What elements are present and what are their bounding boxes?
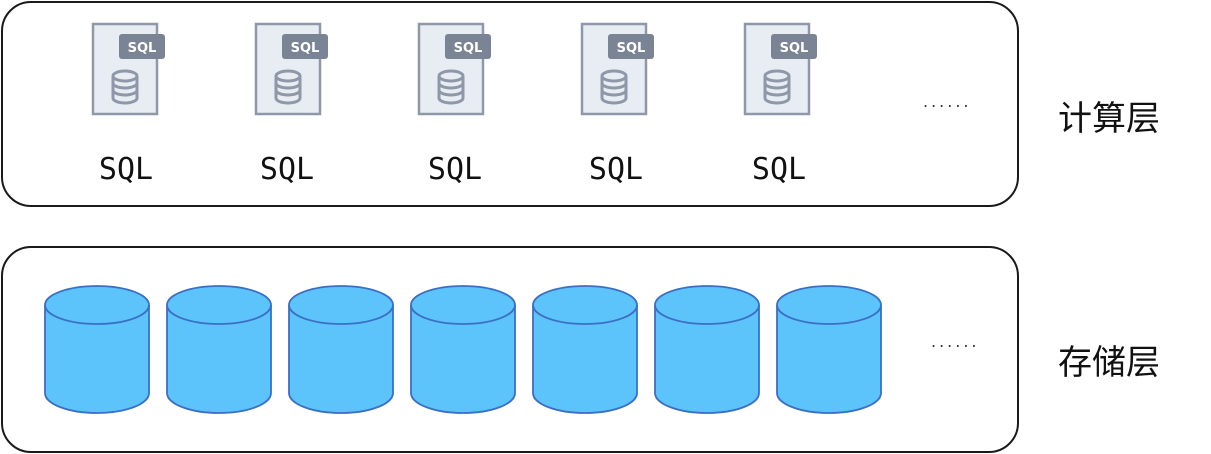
- database-cylinder-icon: [287, 284, 395, 416]
- sql-badge-text: SQL: [617, 41, 646, 56]
- database-cylinder-icon: [409, 284, 517, 416]
- sql-badge-text: SQL: [454, 41, 483, 56]
- sql-caption: SQL: [751, 152, 807, 187]
- sql-file-icon: SQL: [254, 22, 330, 118]
- sql-file-icon: SQL: [743, 22, 819, 118]
- sql-file-icon: SQL: [91, 22, 167, 118]
- database-cylinder-icon: [165, 284, 273, 416]
- sql-file-icon: SQL: [580, 22, 656, 118]
- sql-caption: SQL: [259, 152, 315, 187]
- compute-layer-box: [1, 1, 1019, 207]
- sql-caption: SQL: [588, 152, 644, 187]
- compute-more-ellipsis: ......: [923, 92, 972, 111]
- sql-badge-text: SQL: [291, 41, 320, 56]
- sql-badge-text: SQL: [128, 41, 157, 56]
- storage-more-ellipsis: ......: [931, 332, 980, 351]
- sql-caption: SQL: [427, 152, 483, 187]
- sql-file-icon: SQL: [417, 22, 493, 118]
- database-cylinder-icon: [775, 284, 883, 416]
- database-cylinder-icon: [653, 284, 761, 416]
- sql-badge-text: SQL: [780, 41, 809, 56]
- sql-caption: SQL: [98, 152, 154, 187]
- database-cylinder-icon: [43, 284, 151, 416]
- database-cylinder-icon: [531, 284, 639, 416]
- storage-layer-label: 存储层: [1058, 343, 1160, 383]
- compute-layer-label: 计算层: [1058, 99, 1160, 139]
